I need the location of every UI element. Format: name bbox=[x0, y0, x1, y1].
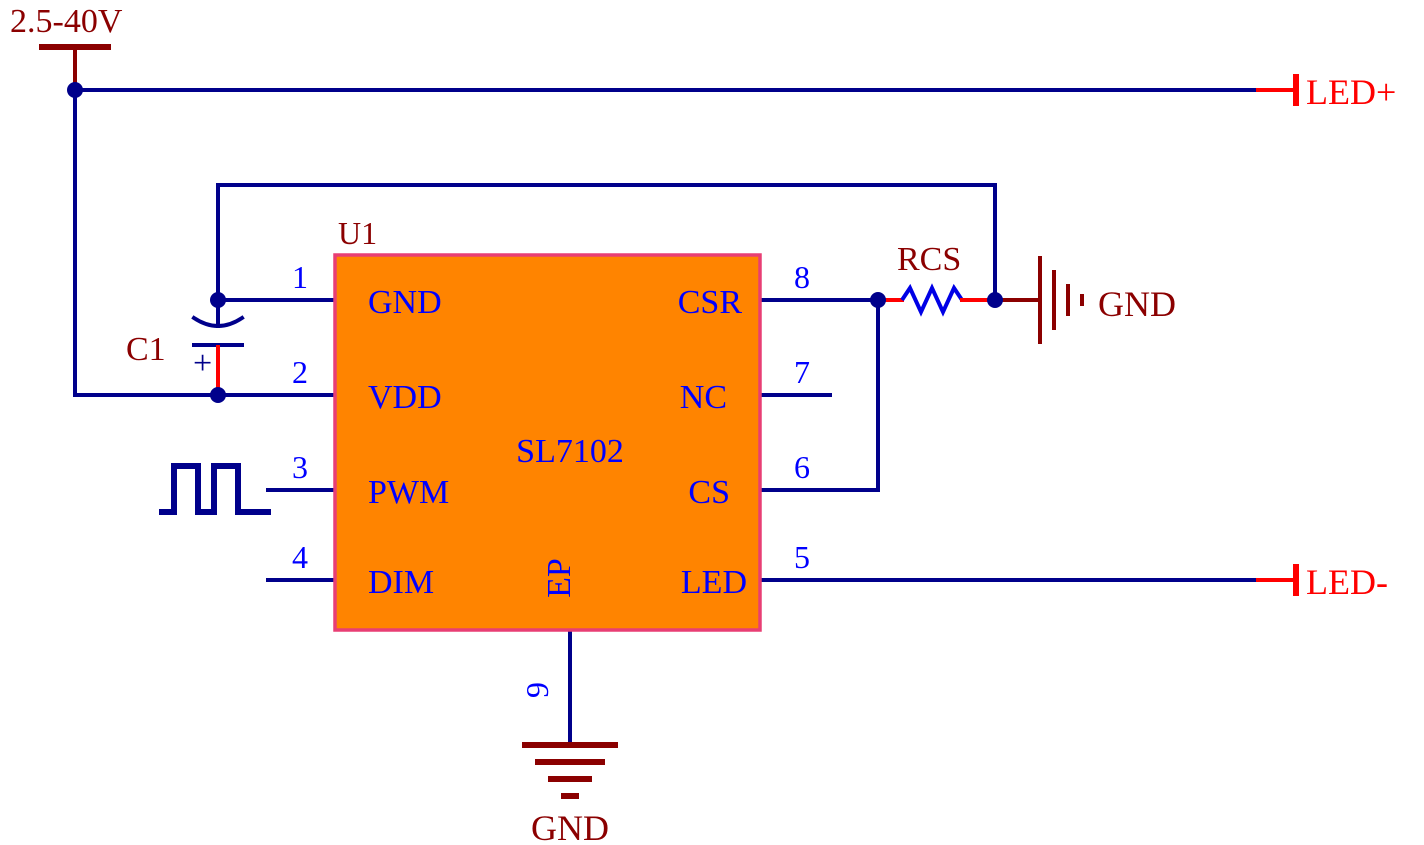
led-plus-label: LED+ bbox=[1306, 72, 1396, 112]
pin-name-vdd: VDD bbox=[368, 379, 442, 416]
pin-name-led: LED bbox=[681, 564, 747, 601]
resistor-zigzag-icon bbox=[900, 283, 964, 317]
vdd-supply-wire bbox=[73, 88, 337, 397]
pin-number-3: 3 bbox=[292, 449, 308, 485]
ic-refdes: U1 bbox=[338, 215, 377, 251]
bottom-ground-label: GND bbox=[531, 808, 609, 845]
pin-name-pwm: PWM bbox=[368, 474, 449, 511]
pin-number-1: 1 bbox=[292, 259, 308, 295]
capacitor-polarity-mark: + bbox=[193, 345, 212, 382]
pwm-waveform-icon bbox=[159, 463, 271, 515]
pin-name-csr: CSR bbox=[678, 284, 743, 321]
pin-number-2: 2 bbox=[292, 354, 308, 390]
pin-name-gnd: GND bbox=[368, 284, 442, 321]
pin-number-6: 6 bbox=[794, 449, 810, 485]
led-minus-label: LED- bbox=[1306, 562, 1388, 602]
resistor-refdes: RCS bbox=[897, 241, 961, 278]
gnd-loop-wire bbox=[216, 183, 997, 302]
junction-dot bbox=[210, 387, 226, 403]
pin-number-7: 7 bbox=[794, 354, 810, 390]
pin-number-4: 4 bbox=[292, 539, 308, 575]
ic-part-number: SL7102 bbox=[516, 433, 624, 470]
pin-number-9: 9 bbox=[519, 682, 555, 698]
supply-voltage-label: 2.5-40V bbox=[10, 3, 123, 40]
pin-name-nc: NC bbox=[680, 379, 727, 416]
pin-name-ep: EP bbox=[541, 558, 578, 598]
junction-dot bbox=[210, 292, 226, 308]
right-ground-label: GND bbox=[1098, 284, 1176, 324]
pin6-cs-wire bbox=[758, 298, 880, 492]
junction-dot bbox=[67, 82, 83, 98]
pin-number-8: 8 bbox=[794, 259, 810, 295]
junction-dot bbox=[987, 292, 1003, 308]
pin-number-5: 5 bbox=[794, 539, 810, 575]
capacitor-refdes: C1 bbox=[126, 331, 166, 368]
junction-dot bbox=[870, 292, 886, 308]
pin-name-cs: CS bbox=[688, 474, 730, 511]
ic-body bbox=[333, 253, 762, 632]
pin-name-dim: DIM bbox=[368, 564, 434, 601]
capacitor-curved-plate bbox=[191, 315, 245, 328]
